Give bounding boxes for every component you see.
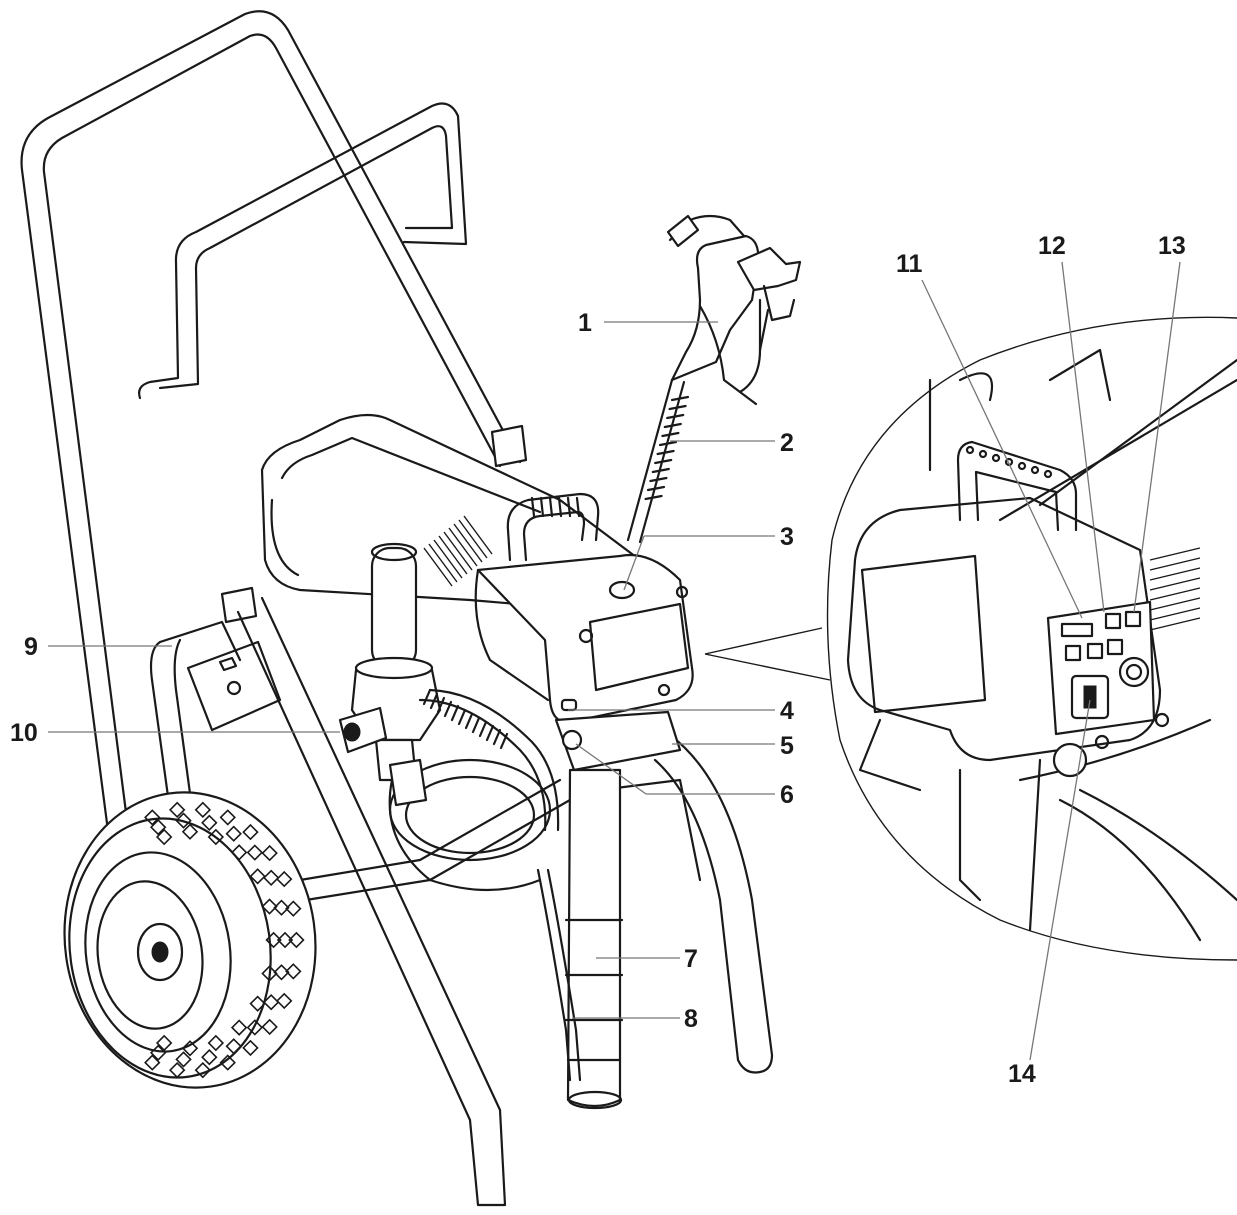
handle-grip: [530, 496, 581, 518]
detail-handle-grip: [965, 445, 1053, 479]
callout-4: 4: [780, 697, 794, 725]
wheel: [63, 791, 317, 1089]
callout-9: 9: [24, 633, 38, 661]
leader-lines: [48, 261, 1181, 1061]
callout-10: 10: [10, 719, 38, 747]
callout-12: 12: [1038, 232, 1066, 260]
suction-tube: [536, 768, 624, 1110]
hose-fitting: [422, 688, 509, 750]
callout-11: 11: [896, 250, 923, 278]
callout-1: 1: [578, 309, 592, 337]
motor-housing: [260, 413, 694, 772]
callout-2: 2: [780, 429, 794, 457]
detail-vents: [1149, 547, 1201, 631]
control-panel-detail: [704, 316, 1237, 961]
callout-13: 13: [1158, 232, 1186, 260]
extension-grip: [644, 395, 690, 501]
callout-3: 3: [780, 523, 794, 551]
wheel-tread: [144, 801, 305, 1079]
callout-14: 14: [1008, 1060, 1036, 1088]
callout-7: 7: [684, 945, 698, 973]
callout-8: 8: [684, 1005, 698, 1033]
callout-labels: 1 2 3 4 5 6 7 8 9 10 11 12 13 14: [10, 232, 1186, 1088]
cart-frame: [20, 10, 774, 1207]
filter-assembly: [338, 542, 560, 892]
callout-6: 6: [780, 781, 794, 809]
callout-5: 5: [780, 732, 794, 760]
spray-gun: [626, 214, 802, 544]
motor-vents: [423, 515, 493, 587]
